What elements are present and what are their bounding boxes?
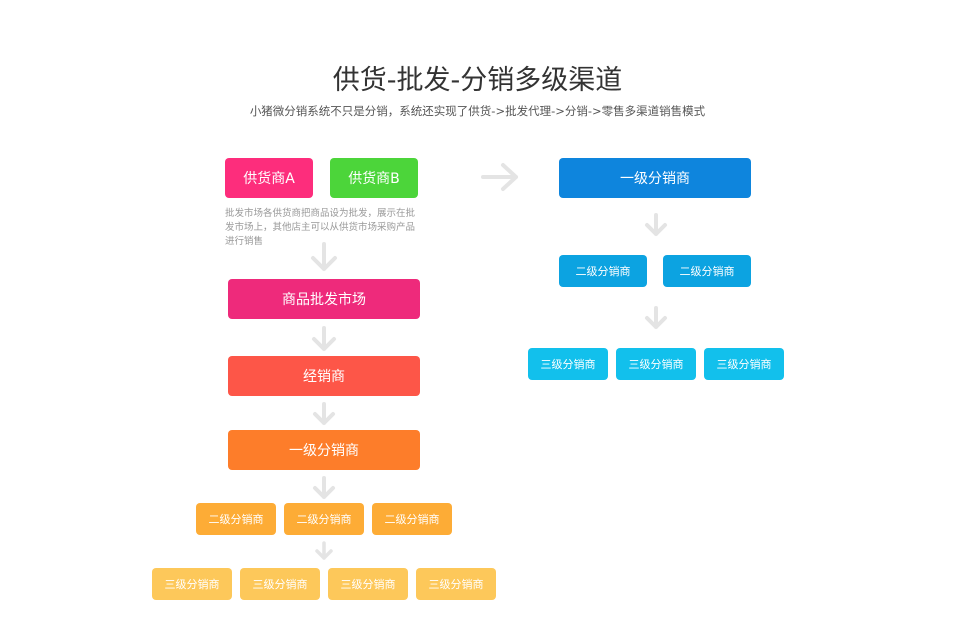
- left-level3-box: 三级分销商: [240, 568, 320, 600]
- right-arrow-icon: [480, 162, 520, 192]
- wholesale-note: 批发市场各供货商把商品设为批发，展示在批发市场上，其他店主可以从供货市场采购产品…: [225, 208, 416, 247]
- right-level3-box: 三级分销商: [704, 348, 784, 380]
- left-level1-box: 一级分销商: [228, 430, 420, 470]
- down-arrow-icon: [314, 541, 334, 561]
- right-level2-box: 二级分销商: [559, 255, 647, 287]
- right-level3-box: 三级分销商: [616, 348, 696, 380]
- right-level3-box: 三级分销商: [528, 348, 608, 380]
- left-level3-box: 三级分销商: [416, 568, 496, 600]
- right-level2-box: 二级分销商: [663, 255, 751, 287]
- page-subtitle: 小猪微分销系统不只是分销，系统还实现了供货->批发代理->分销->零售多渠道销售…: [249, 104, 706, 118]
- right-level1-box: 一级分销商: [559, 158, 751, 198]
- page-title: 供货-批发-分销多级渠道: [332, 65, 623, 96]
- down-arrow-icon: [312, 402, 336, 426]
- wholesale-market-box: 商品批发市场: [228, 279, 420, 319]
- supplier-b-box: 供货商B: [330, 158, 418, 198]
- left-level3-box: 三级分销商: [328, 568, 408, 600]
- left-level2-box: 二级分销商: [196, 503, 276, 535]
- down-arrow-icon: [310, 242, 338, 272]
- left-level2-box: 二级分销商: [284, 503, 364, 535]
- down-arrow-icon: [644, 306, 668, 330]
- distributor-box: 经销商: [228, 356, 420, 396]
- left-level2-box: 二级分销商: [372, 503, 452, 535]
- down-arrow-icon: [644, 213, 668, 237]
- down-arrow-icon: [312, 476, 336, 500]
- left-level3-box: 三级分销商: [152, 568, 232, 600]
- supplier-a-box: 供货商A: [225, 158, 313, 198]
- down-arrow-icon: [311, 326, 337, 352]
